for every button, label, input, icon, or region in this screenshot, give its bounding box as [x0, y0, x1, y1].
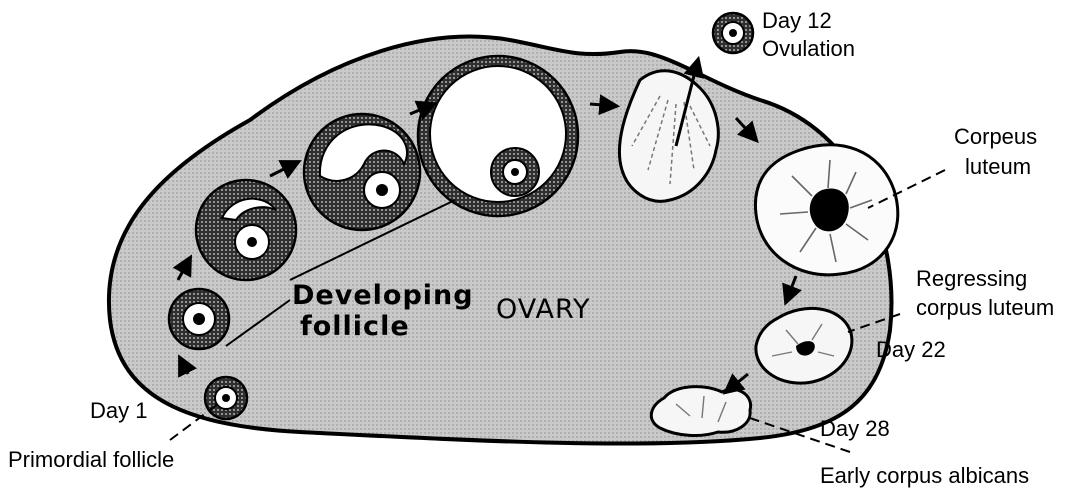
- label-primordial: Primordial follicle: [8, 447, 174, 472]
- label-regressing: Regressing: [916, 266, 1027, 291]
- primordial-follicle: [205, 377, 247, 419]
- label-ovary: OVARY: [496, 294, 591, 325]
- secondary-follicle: [196, 180, 296, 280]
- label-day28: Day 28: [820, 416, 890, 441]
- label-ovulation: Ovulation: [762, 36, 855, 61]
- label-corpus-luteum: corpus luteum: [916, 295, 1054, 320]
- arrow-5: [590, 104, 616, 106]
- label-follicle: follicle: [300, 311, 410, 342]
- label-corpeus: Corpeus: [954, 124, 1037, 149]
- label-luteum: luteum: [965, 154, 1031, 179]
- ovulated-oocyte: [713, 13, 753, 53]
- label-day12: Day 12: [762, 8, 832, 33]
- corpus-albicans: [651, 387, 750, 436]
- label-albicans: Early corpus albicans: [820, 463, 1029, 488]
- label-day1: Day 1: [90, 398, 147, 423]
- mature-follicle: [418, 56, 578, 216]
- label-developing: Developing: [292, 280, 474, 311]
- primary-follicle: [169, 289, 229, 349]
- corpus-luteum: [755, 145, 897, 275]
- label-day22: Day 22: [876, 337, 946, 362]
- antral-follicle: [304, 114, 420, 230]
